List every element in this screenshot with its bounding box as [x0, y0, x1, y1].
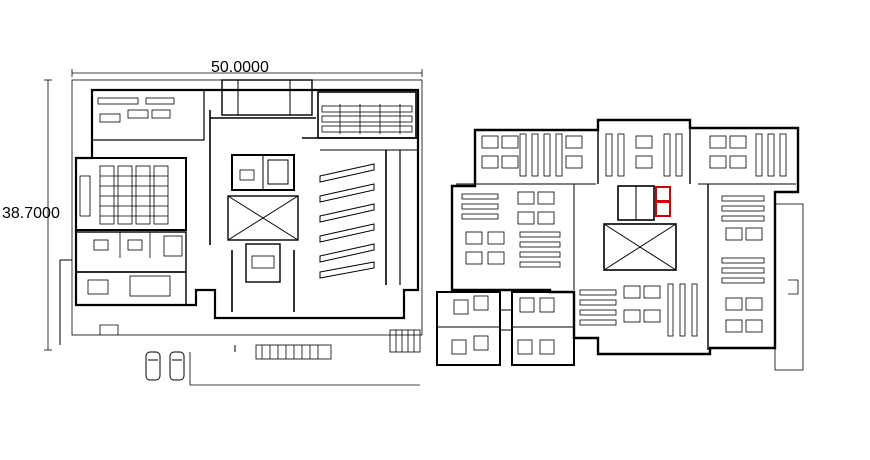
reading-tables — [465, 135, 763, 333]
lab-room — [91, 89, 205, 141]
upper-floor-plan — [436, 118, 804, 371]
toilets — [221, 79, 313, 116]
ground-floor-plan — [44, 69, 423, 386]
admin-room — [75, 271, 187, 306]
book-stacks — [461, 133, 787, 337]
library-shelves — [319, 163, 375, 279]
atrium-void — [227, 195, 299, 241]
highlighted-shaft-1 — [655, 186, 671, 202]
classroom-desks — [321, 104, 413, 134]
classroom-top-right — [317, 91, 417, 139]
study-pods — [436, 291, 575, 366]
auditorium-seating — [79, 165, 169, 225]
height-dimension-label: 38.7000 — [2, 205, 60, 222]
width-dimension-label: 50.0000 — [211, 59, 269, 76]
entrance-stairs — [255, 329, 421, 360]
upper-exterior-wall — [450, 118, 800, 356]
lab-benches — [97, 97, 175, 123]
auditorium — [75, 157, 187, 231]
central-room — [245, 243, 281, 283]
upper-atrium-void — [603, 223, 677, 271]
highlighted-shaft-2 — [655, 201, 671, 217]
offices — [75, 231, 187, 273]
exterior-wall — [74, 88, 420, 320]
parked-cars — [145, 351, 185, 381]
